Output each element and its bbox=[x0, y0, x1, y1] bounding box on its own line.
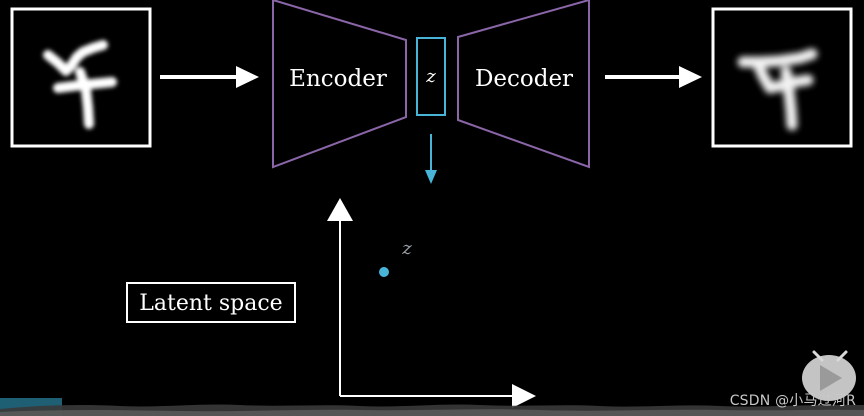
latent-point-dot bbox=[379, 267, 389, 277]
decoder-trapezoid bbox=[457, 0, 590, 169]
bottom-wave-band bbox=[0, 398, 864, 416]
decoder-to-output-arrow bbox=[605, 66, 702, 88]
latent-space-label: Latent space bbox=[139, 291, 282, 316]
encoder-trapezoid bbox=[272, 0, 407, 169]
bottleneck-box bbox=[416, 37, 446, 116]
latent-space-label-frame bbox=[126, 282, 296, 323]
input-image bbox=[10, 7, 152, 148]
y-axis-arrowhead bbox=[327, 198, 353, 221]
latent-space-label-box: Latent space bbox=[126, 282, 296, 323]
bottleneck-label: z bbox=[425, 66, 436, 87]
output-character-glyph bbox=[737, 48, 818, 131]
input-character-glyph bbox=[43, 40, 117, 129]
latent-space-axes bbox=[327, 198, 536, 408]
decoder-label: Decoder bbox=[475, 66, 573, 92]
latent-point-label: z bbox=[401, 238, 412, 259]
z-down-arrow bbox=[425, 134, 437, 184]
output-image-frame bbox=[711, 7, 853, 148]
encoder-label: Encoder bbox=[289, 66, 387, 92]
output-image bbox=[711, 7, 853, 148]
bilibili-icon bbox=[802, 350, 856, 401]
encoder-block: Encoder bbox=[272, 0, 407, 169]
watermark-text: CSDN @小马过河R bbox=[729, 393, 856, 409]
latent-point: z bbox=[379, 238, 412, 277]
decoder-block: Decoder bbox=[457, 0, 590, 169]
bottleneck-block: z bbox=[416, 37, 446, 116]
input-to-encoder-arrow bbox=[160, 66, 259, 88]
x-axis-arrowhead bbox=[512, 384, 536, 408]
